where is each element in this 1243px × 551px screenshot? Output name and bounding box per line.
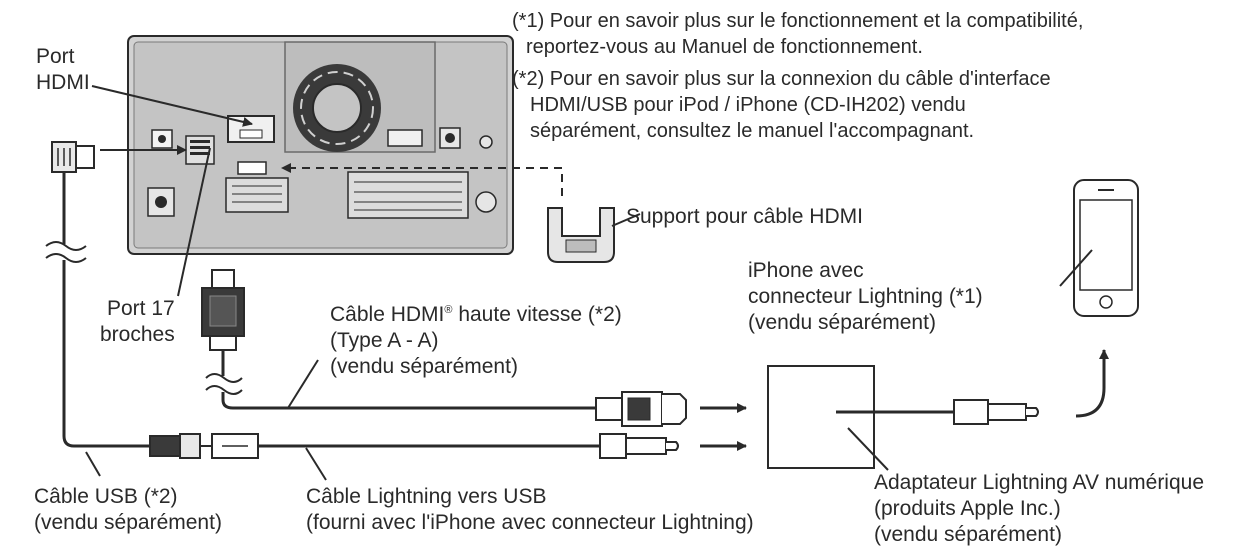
lightning-to-usb-cable — [85, 433, 679, 481]
label-port-hdmi: Port HDMI — [36, 44, 90, 96]
label-iphone-line-3: (vendu séparément) — [748, 311, 936, 334]
label-usb-cable: Câble USB (*2) (vendu séparément) — [34, 484, 222, 536]
hdmi-plug-icon — [201, 269, 245, 351]
label-usb-cable-line-1: Câble USB (*2) — [34, 485, 178, 508]
label-av-adapter: Adaptateur Lightning AV numérique (produ… — [874, 470, 1204, 548]
label-av-adapter-line-1: Adaptateur Lightning AV numérique — [874, 471, 1205, 494]
label-hdmi-cable-line-1: Câble HDMI® haute vitesse (*2) — [330, 302, 622, 328]
label-port-hdmi-line-2: HDMI — [36, 71, 90, 94]
arrow-icon — [1075, 349, 1109, 418]
registered-mark: ® — [444, 304, 453, 316]
label-iphone-line-1: iPhone avec — [748, 259, 864, 282]
label-av-adapter-line-2: (produits Apple Inc.) — [874, 497, 1061, 520]
label-lightning-usb-cable-line-1: Câble Lightning vers USB — [306, 485, 547, 508]
footnote-1-line-2: reportez-vous au Manuel de fonctionnemen… — [526, 36, 923, 58]
label-lightning-usb-cable-line-2: (fourni avec l'iPhone avec connecteur Li… — [306, 511, 754, 534]
label-port-17: Port 17 broches — [100, 296, 175, 348]
holder-dashed-arrow — [281, 163, 563, 196]
usb-cable — [45, 141, 212, 459]
hdmi-holder-slot — [237, 161, 267, 175]
label-usb-cable-line-2: (vendu séparément) — [34, 511, 222, 534]
label-hdmi-cable: Câble HDMI® haute vitesse (*2) (Type A -… — [330, 302, 622, 380]
label-port-hdmi-line-1: Port — [36, 45, 75, 68]
hdmi-cable-holder-icon — [547, 207, 641, 263]
port-hdmi-leader — [91, 85, 253, 127]
label-port-17-line-1: Port 17 — [107, 297, 175, 320]
label-port-17-line-2: broches — [100, 323, 175, 346]
cooling-fan-icon — [293, 64, 381, 152]
footnote-2-line-1: (*2) Pour en savoir plus sur la connexio… — [512, 68, 1051, 90]
hdmi-plug-icon-right — [595, 391, 687, 427]
av-adapter-icon — [767, 365, 1039, 471]
lightning-plug-icon — [599, 433, 679, 459]
label-lightning-usb-cable: Câble Lightning vers USB (fourni avec l'… — [306, 484, 754, 536]
footnote-1: (*1) Pour en savoir plus sur le fonction… — [512, 8, 1083, 60]
usb-plug-icon — [51, 141, 95, 173]
footnote-2-line-3: séparément, consultez le manuel l'accomp… — [530, 120, 975, 142]
footnote-1-line-1: (*1) Pour en savoir plus sur le fonction… — [512, 10, 1084, 32]
label-iphone-line-2: connecteur Lightning (*1) — [748, 285, 983, 308]
footnote-2: (*2) Pour en savoir plus sur la connexio… — [512, 66, 1051, 144]
label-hdmi-cable-line-2: (Type A - A) — [330, 329, 439, 352]
label-hdmi-cable-holder: Support pour câble HDMI — [626, 204, 863, 230]
label-hdmi-cable-holder-text: Support pour câble HDMI — [626, 205, 863, 228]
label-av-adapter-line-3: (vendu séparément) — [874, 523, 1062, 546]
iphone-icon — [1059, 179, 1139, 317]
footnote-2-line-2: HDMI/USB pour iPod / iPhone (CD-IH202) v… — [530, 94, 966, 116]
label-hdmi-cable-name: Câble HDMI — [330, 303, 445, 326]
hdmi-cable — [201, 269, 687, 427]
label-hdmi-cable-speed: haute vitesse (*2) — [452, 303, 622, 326]
port-17-leader — [177, 147, 211, 297]
label-iphone: iPhone avec connecteur Lightning (*1) (v… — [748, 258, 983, 336]
head-unit-rear-panel — [127, 35, 514, 255]
label-hdmi-cable-line-3: (vendu séparément) — [330, 355, 518, 378]
